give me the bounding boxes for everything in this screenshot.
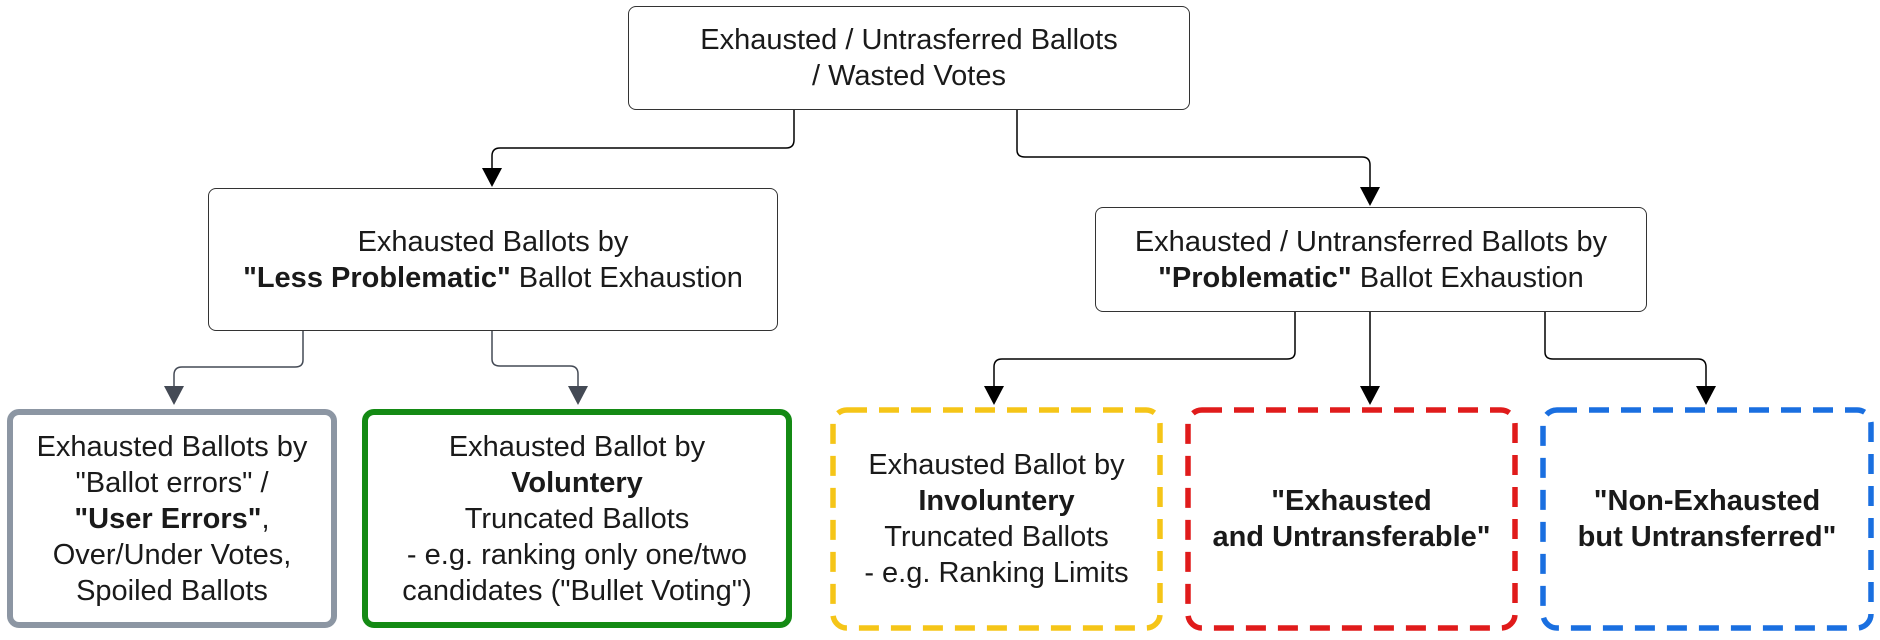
non-exhausted-border	[1540, 407, 1874, 631]
involuntary-line-1: Exhausted Ballot by	[868, 449, 1125, 481]
edge-problematic-to-involuntary	[993, 312, 1296, 386]
edge-less-to-voluntary	[491, 331, 579, 390]
non-exhausted-line-1: "Non-Exhausted	[1593, 485, 1821, 517]
ballot-errors-node: Exhausted Ballots by "Ballot errors" / "…	[7, 409, 337, 628]
less-problematic-line-2: Ballot Exhaustion	[510, 261, 743, 294]
less-problematic-node: Exhausted Ballots by "Less Problematic" …	[208, 188, 778, 331]
arrowhead-exhausted	[1360, 386, 1380, 405]
ballot-errors-emphasis: "User Errors"	[74, 502, 262, 535]
arrowhead-non-exhausted	[1696, 386, 1716, 405]
root-node: Exhausted / Untrasferred Ballots / Waste…	[628, 6, 1190, 110]
edge-less-to-ballot-errors	[173, 331, 304, 390]
less-problematic-emphasis: "Less Problematic"	[243, 261, 511, 294]
ballot-errors-line-1: Exhausted Ballots by	[36, 430, 308, 463]
non-exhausted-node: "Non-Exhausted but Untransferred"	[1546, 413, 1868, 625]
edge-root-to-less-problematic	[491, 110, 795, 172]
voluntary-emphasis: Voluntery	[511, 466, 643, 499]
root-line-1: Exhausted / Untrasferred Ballots	[700, 24, 1118, 56]
ballot-errors-line-5: Spoiled Ballots	[76, 574, 268, 607]
involuntary-line-4: - e.g. Ranking Limits	[864, 557, 1129, 589]
edge-root-to-problematic	[1016, 110, 1371, 190]
voluntary-line-5: candidates ("Bullet Voting")	[402, 574, 752, 607]
exhausted-line-2: and Untransferable"	[1212, 521, 1491, 553]
arrowhead-voluntary	[568, 386, 588, 405]
arrowhead-ballot-errors	[164, 386, 184, 405]
ballot-errors-line-4: Over/Under Votes,	[52, 538, 292, 571]
ballot-errors-line-3: ,	[261, 502, 270, 535]
less-problematic-line-1: Exhausted Ballots by	[357, 225, 629, 258]
arrowhead-problematic	[1360, 187, 1380, 206]
involuntary-node: Exhausted Ballot by Involuntery Truncate…	[836, 413, 1157, 625]
edge-problematic-to-non-exhausted	[1544, 312, 1707, 386]
involuntary-border	[830, 407, 1163, 631]
root-line-2: / Wasted Votes	[812, 60, 1006, 92]
involuntary-line-3: Truncated Ballots	[884, 521, 1109, 553]
voluntary-line-4: - e.g. ranking only one/two	[406, 538, 748, 571]
voluntary-line-3: Truncated Ballots	[464, 502, 690, 535]
involuntary-emphasis: Involuntery	[918, 485, 1075, 517]
problematic-line-1: Exhausted / Untransferred Ballots by	[1134, 225, 1608, 258]
problematic-line-2: Ballot Exhaustion	[1351, 261, 1584, 294]
non-exhausted-line-2: but Untransferred"	[1577, 521, 1837, 553]
arrowhead-less-problematic	[482, 168, 502, 187]
exhausted-border	[1185, 407, 1518, 631]
problematic-node: Exhausted / Untransferred Ballots by "Pr…	[1095, 207, 1647, 312]
problematic-emphasis: "Problematic"	[1158, 261, 1352, 294]
exhausted-line-1: "Exhausted	[1271, 485, 1432, 517]
voluntary-line-1: Exhausted Ballot by	[448, 430, 706, 463]
voluntary-node: Exhausted Ballot by Voluntery Truncated …	[362, 409, 792, 628]
ballot-errors-line-2: "Ballot errors" /	[75, 466, 269, 499]
exhausted-untransferable-node: "Exhausted and Untransferable"	[1191, 413, 1512, 625]
arrowhead-involuntary	[984, 386, 1004, 405]
